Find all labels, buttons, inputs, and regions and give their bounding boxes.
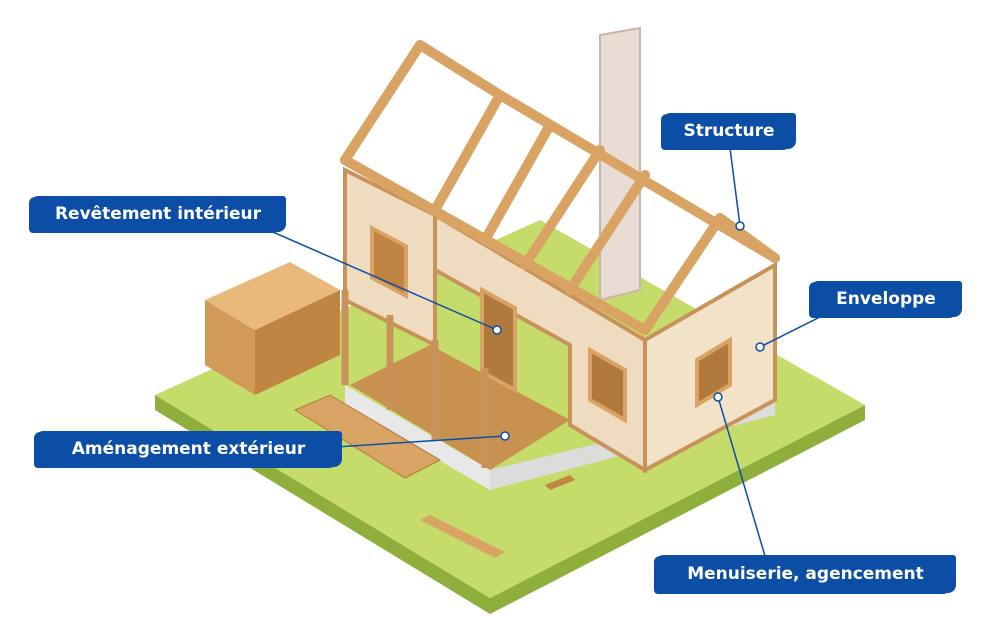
lumber-stack xyxy=(205,262,340,395)
marker-dot xyxy=(713,392,723,402)
marker-dot xyxy=(735,221,745,231)
marker-dot xyxy=(500,431,510,441)
label-enveloppe: Enveloppe xyxy=(812,281,960,317)
plank xyxy=(545,475,575,490)
roof-structure xyxy=(340,40,780,335)
window xyxy=(695,336,732,409)
terrace-deck xyxy=(350,345,570,470)
door-frame xyxy=(480,286,517,394)
plank xyxy=(420,515,505,558)
label-menuiserie-agencement: Menuiserie, agencement xyxy=(657,555,954,593)
workbench xyxy=(293,394,442,479)
label-amenagement-exterieur: Aménagement extérieur xyxy=(37,431,340,467)
marker-dot xyxy=(492,325,502,335)
label-structure: Structure xyxy=(664,113,794,149)
label-revetement-interieur: Revêtement intérieur xyxy=(32,196,284,232)
foundation xyxy=(345,385,490,490)
marker-dot xyxy=(755,342,765,352)
window xyxy=(588,346,627,424)
